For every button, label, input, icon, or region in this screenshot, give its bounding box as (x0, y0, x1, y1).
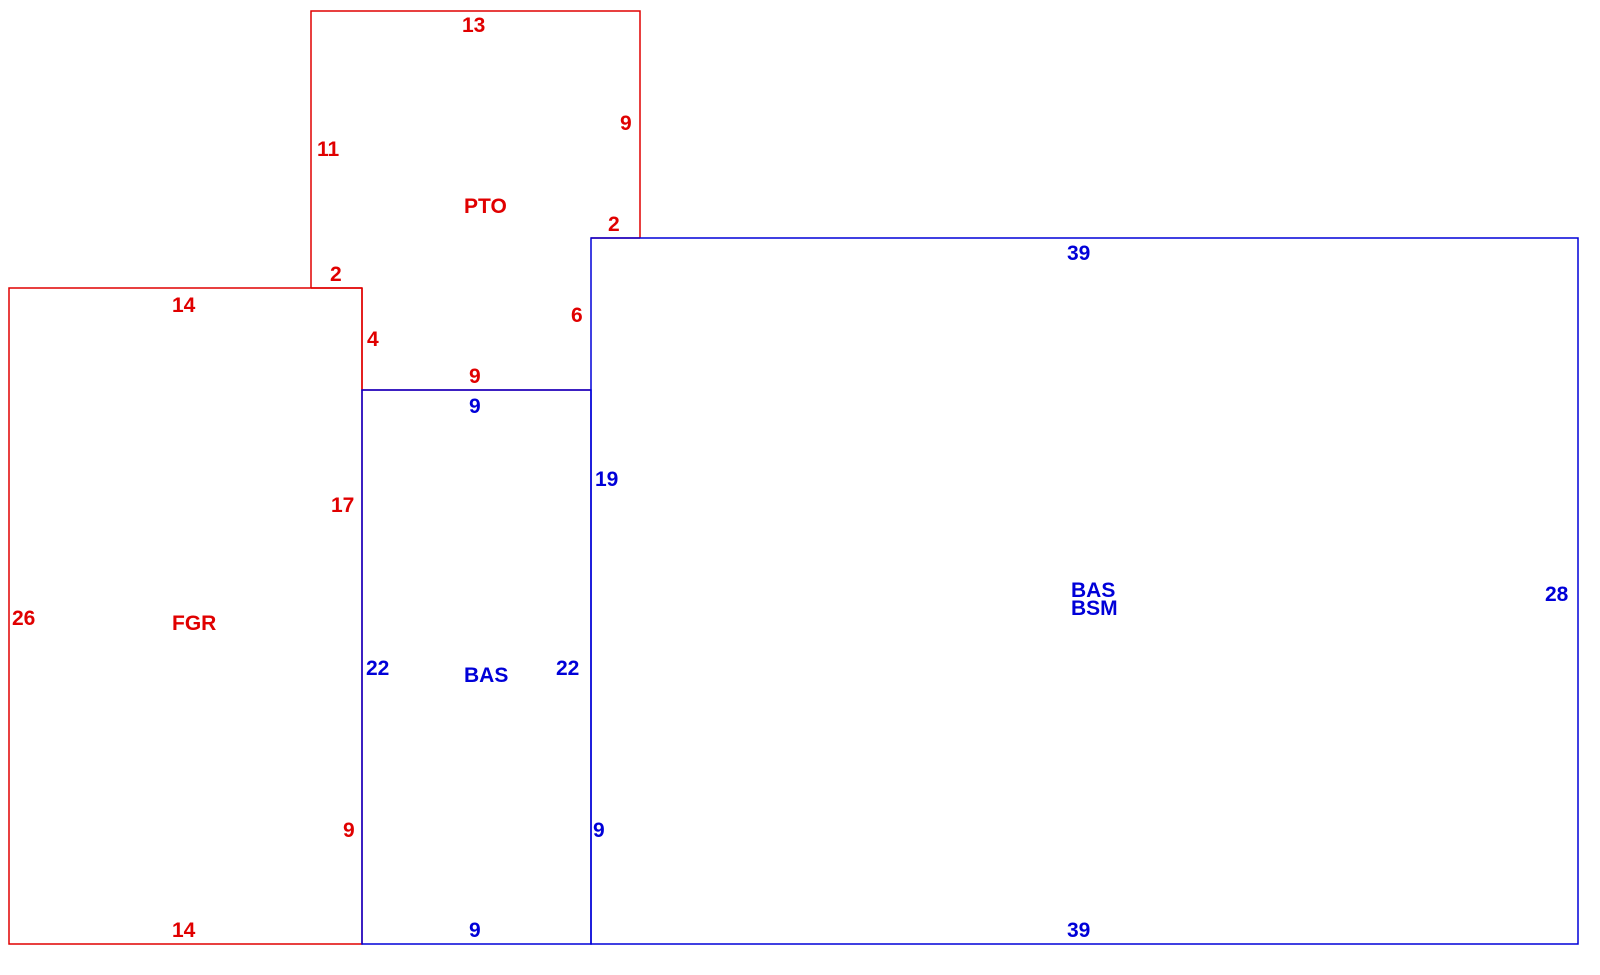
dim-bas-mid-bottom: 9 (469, 919, 481, 942)
dim-fgr-right-lower: 9 (343, 819, 355, 842)
dim-fgr-bottom: 14 (172, 919, 196, 942)
dim-bas-main-left-upper: 19 (595, 468, 618, 491)
dim-bas-mid-top: 9 (469, 395, 481, 418)
dim-bas-mid-right: 22 (556, 657, 579, 680)
dim-bas-main-top: 39 (1067, 242, 1090, 265)
area-label-fgr: FGR (172, 612, 216, 635)
dim-pto-step-left: 2 (330, 263, 342, 286)
dim-pto-lower-left: 4 (367, 328, 379, 351)
area-label-bas-middle: BAS (464, 664, 508, 687)
dim-bas-main-bottom: 39 (1067, 919, 1090, 942)
dim-fgr-right-upper: 17 (331, 494, 354, 517)
dim-pto-step-right: 2 (608, 213, 620, 236)
area-label-pto: PTO (464, 195, 507, 218)
dim-pto-right-upper: 9 (620, 112, 632, 135)
dim-bas-main-left-lower: 9 (593, 819, 605, 842)
dim-pto-bottom: 9 (469, 365, 481, 388)
dim-fgr-left: 26 (12, 607, 35, 630)
area-label-bsm-main: BSM (1071, 597, 1118, 620)
area-label-bas-main: BAS (1071, 579, 1115, 602)
dim-bas-mid-left: 22 (366, 657, 389, 680)
dim-bas-main-right: 28 (1545, 583, 1569, 606)
dim-fgr-top: 14 (172, 294, 196, 317)
dim-pto-lower-right: 6 (571, 304, 583, 327)
bas-main-outline (590, 237, 1579, 945)
dim-pto-top: 13 (462, 14, 485, 37)
dim-pto-left: 11 (317, 138, 340, 161)
